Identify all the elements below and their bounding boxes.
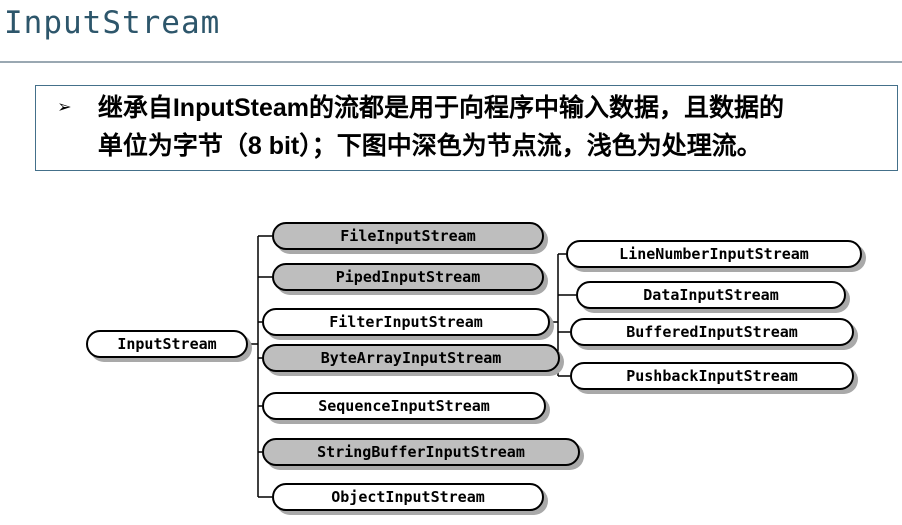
- node-pipedinputstream: PipedInputStream: [272, 263, 544, 291]
- node-pushbackinputstream: PushbackInputStream: [570, 362, 854, 390]
- node-objectinputstream: ObjectInputStream: [272, 483, 544, 511]
- node-fileinputstream: FileInputStream: [272, 222, 544, 250]
- bullet-line-1: 继承自InputSteam的流都是用于向程序中输入数据，且数据的: [97, 94, 784, 122]
- node-linenumberinputstream: LineNumberInputStream: [566, 240, 862, 268]
- page-title: InputStream: [4, 5, 221, 41]
- node-bytearrayinputstream: ByteArrayInputStream: [262, 344, 560, 372]
- node-bufferedinputstream: BufferedInputStream: [570, 318, 854, 346]
- filter-branch-lines: [550, 253, 576, 377]
- node-sequenceinputstream: SequenceInputStream: [262, 392, 546, 420]
- bullet-line-2: 单位为字节（8 bit）；下图中深色为节点流，浅色为处理流。: [97, 132, 762, 160]
- node-filterinputstream: FilterInputStream: [262, 308, 550, 336]
- node-stringbufferinputstream: StringBufferInputStream: [262, 438, 580, 466]
- node-datainputstream: DataInputStream: [576, 281, 846, 309]
- bullet-box: ➢ 继承自InputSteam的流都是用于向程序中输入数据，且数据的 单位为字节…: [35, 85, 898, 171]
- node-inputstream: InputStream: [86, 330, 248, 358]
- root-branch-lines: [248, 235, 272, 498]
- arrow-bullet-icon: ➢: [58, 95, 72, 121]
- title-divider: [0, 61, 902, 63]
- bullet-text: 继承自InputSteam的流都是用于向程序中输入数据，且数据的 单位为字节（8…: [72, 89, 784, 165]
